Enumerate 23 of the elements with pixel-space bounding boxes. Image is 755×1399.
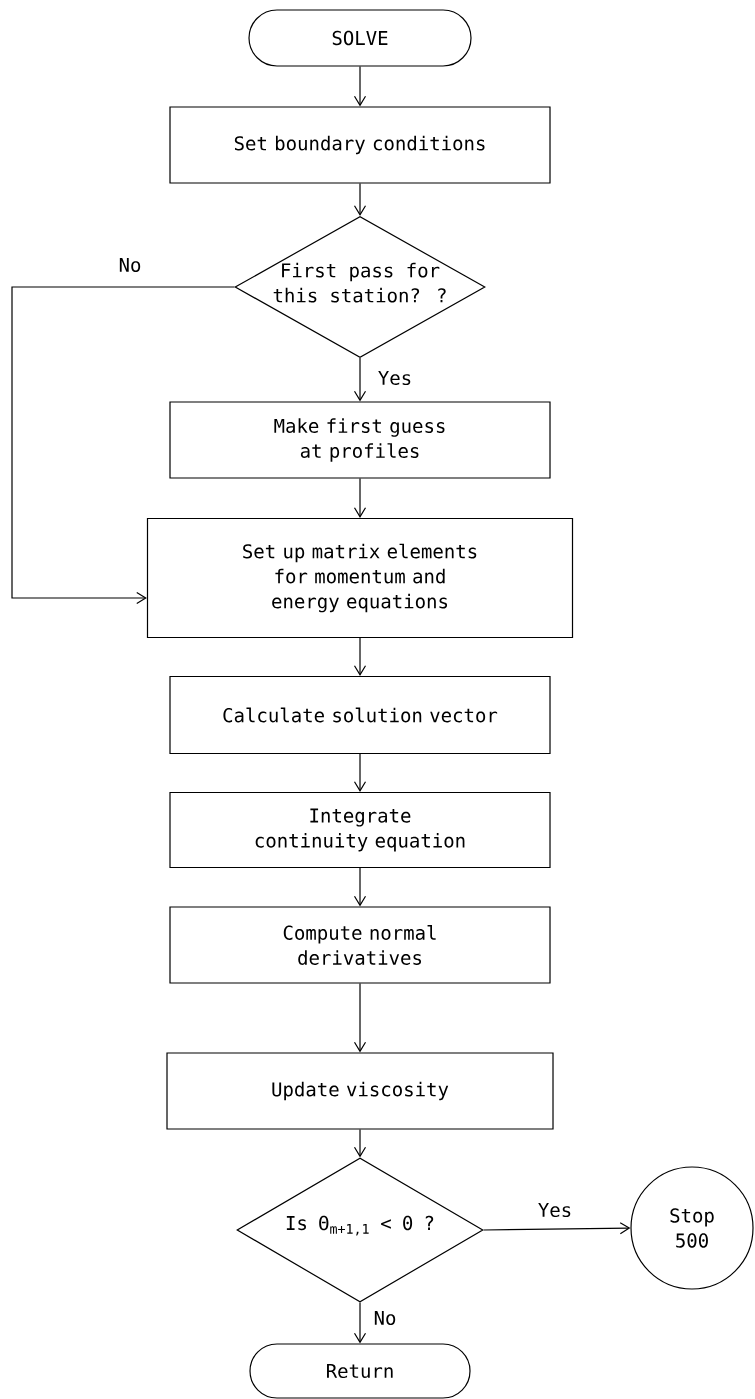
arrow xyxy=(11,286,235,605)
process-box: Compute normal derivatives xyxy=(169,906,551,984)
process-box: Set up matrix elements for momentum and energy equations xyxy=(146,517,574,639)
arrow xyxy=(353,66,367,107)
edge-label: Yes xyxy=(376,369,414,387)
process-box: Set boundary conditions xyxy=(169,106,551,184)
edge-label: Yes xyxy=(536,1201,574,1219)
edge-label: No xyxy=(117,256,143,274)
arrow xyxy=(353,357,367,402)
arrow xyxy=(353,983,367,1053)
process-box: Calculate solution vector xyxy=(169,675,551,755)
edge-label: No xyxy=(372,1309,398,1327)
arrow xyxy=(353,867,367,907)
arrow xyxy=(353,478,367,518)
process-box: Integrate continuity equation xyxy=(169,791,551,869)
arrow xyxy=(353,183,367,216)
arrow xyxy=(353,1129,367,1158)
arrow xyxy=(353,753,367,792)
arrow xyxy=(353,637,367,676)
process-box: Update viscosity xyxy=(166,1052,554,1130)
process-box: Make first guess at profiles xyxy=(169,401,551,479)
arrow xyxy=(483,1222,631,1235)
arrow xyxy=(353,1302,367,1344)
